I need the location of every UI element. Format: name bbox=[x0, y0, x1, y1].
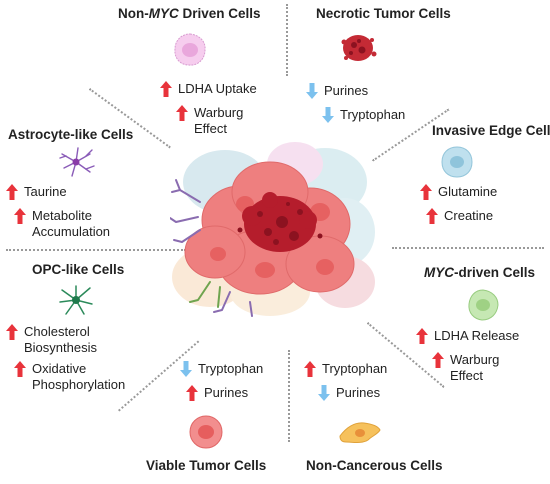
arrow-up-icon bbox=[14, 208, 26, 224]
arrow-up-icon bbox=[176, 105, 188, 121]
noncancer-item-2: Purines bbox=[318, 385, 380, 401]
arrow-up-icon bbox=[186, 385, 198, 401]
opc-title: OPC-like Cells bbox=[32, 262, 125, 277]
arrow-up-icon bbox=[6, 324, 18, 340]
arrow-down-icon bbox=[318, 385, 330, 401]
necrotic-title: Necrotic Tumor Cells bbox=[316, 6, 451, 21]
noncancer-item-1: Tryptophan bbox=[304, 361, 387, 377]
astrocyte-item-2: Metabolite Accumulation bbox=[14, 208, 110, 240]
arrow-down-icon bbox=[322, 107, 334, 123]
arrow-down-icon bbox=[180, 361, 192, 377]
arrow-up-icon bbox=[416, 328, 428, 344]
arrow-up-icon bbox=[304, 361, 316, 377]
necrotic-cell-icon bbox=[341, 35, 377, 61]
viable-item-1: Tryptophan bbox=[180, 361, 263, 377]
myc-item-2: Warburg Effect bbox=[432, 352, 499, 384]
opc-item-1: Cholesterol Biosynthesis bbox=[6, 324, 97, 356]
non-myc-item-2: Warburg Effect bbox=[176, 105, 243, 137]
invasive-item-2: Creatine bbox=[426, 208, 493, 224]
arrow-up-icon bbox=[14, 361, 26, 377]
green-cell-icon bbox=[468, 289, 499, 321]
non-myc-item-1: LDHA Uptake bbox=[160, 81, 257, 97]
arrow-up-icon bbox=[426, 208, 438, 224]
viable-item-2: Purines bbox=[186, 385, 248, 401]
arrow-up-icon bbox=[420, 184, 432, 200]
red-cell-icon bbox=[189, 415, 223, 449]
divider-left bbox=[6, 249, 186, 251]
myc-title: MYC-driven Cells bbox=[424, 265, 536, 280]
necrotic-item-2: Tryptophan bbox=[322, 107, 405, 123]
pink-cell-icon bbox=[174, 33, 206, 66]
arrow-up-icon bbox=[432, 352, 444, 368]
divider-bottom bbox=[288, 350, 290, 442]
opc-item-2: Oxidative Phosphorylation bbox=[14, 361, 125, 393]
blue-cell-icon bbox=[441, 146, 473, 178]
myc-item-1: LDHA Release bbox=[416, 328, 519, 344]
tumor-mass-illustration bbox=[170, 142, 375, 317]
arrow-up-icon bbox=[6, 184, 18, 200]
astrocyte-title: Astrocyte-like Cells bbox=[8, 127, 134, 142]
divider-top bbox=[286, 4, 288, 76]
necrotic-item-1: Purines bbox=[306, 83, 368, 99]
fibroblast-icon bbox=[339, 422, 381, 443]
divider-right bbox=[392, 247, 544, 249]
viable-title: Viable Tumor Cells bbox=[146, 458, 267, 473]
opc-cell-icon bbox=[59, 285, 93, 315]
arrow-down-icon bbox=[306, 83, 318, 99]
astrocyte-item-1: Taurine bbox=[6, 184, 67, 200]
non-myc-title: Non-MYC Driven Cells bbox=[118, 6, 261, 21]
invasive-item-1: Glutamine bbox=[420, 184, 497, 200]
noncancer-title: Non-Cancerous Cells bbox=[306, 458, 443, 473]
invasive-title: Invasive Edge Cell bbox=[432, 123, 550, 138]
astrocyte-icon bbox=[59, 147, 95, 177]
arrow-up-icon bbox=[160, 81, 172, 97]
